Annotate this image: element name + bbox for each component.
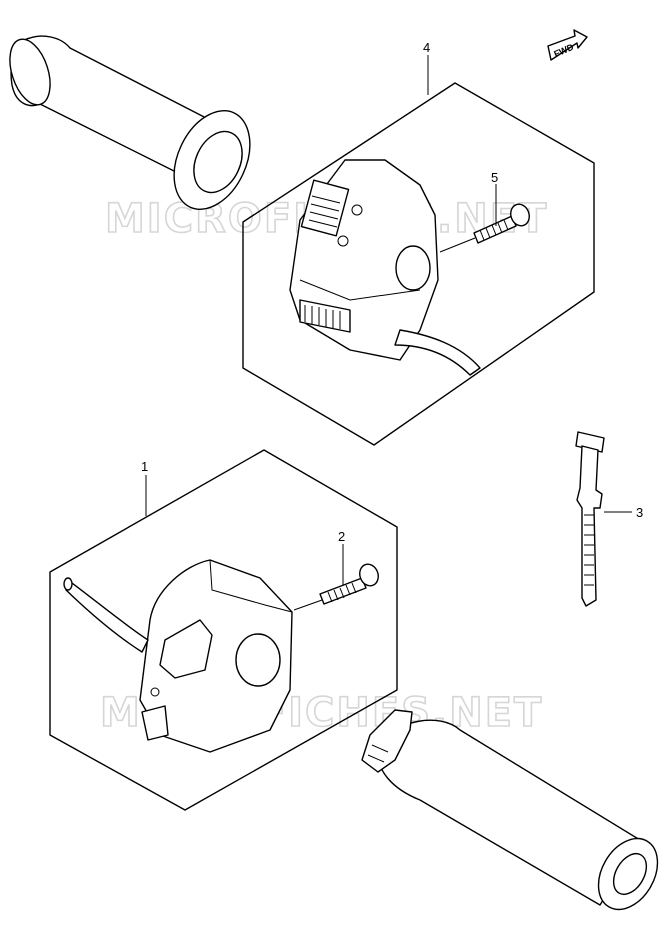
left-handlebar-grip [9, 35, 251, 210]
left-handlebar-switch [289, 159, 481, 376]
screw-5 [473, 203, 530, 244]
callout-2: 2 [338, 529, 345, 544]
screw-2 [319, 563, 379, 605]
callout-1: 1 [141, 459, 148, 474]
cable-tie [575, 431, 605, 607]
callout-5: 5 [491, 170, 498, 185]
throttle-grip [361, 709, 659, 911]
callout-3: 3 [636, 505, 643, 520]
assembly-frame-1 [49, 449, 398, 811]
callout-4: 4 [423, 40, 430, 55]
assembly-frame-4 [242, 82, 595, 446]
fwd-arrow-icon: FWD [547, 29, 588, 61]
right-handlebar-switch [63, 559, 293, 753]
